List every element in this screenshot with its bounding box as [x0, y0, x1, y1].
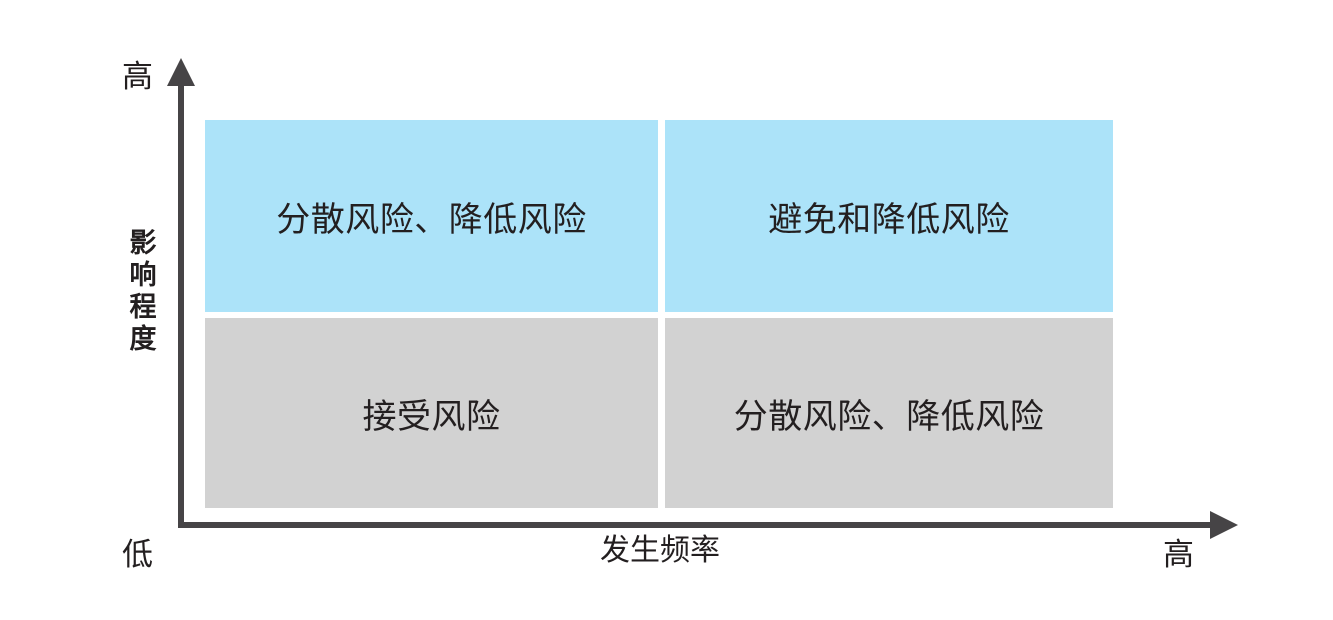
- x-axis-line: [178, 522, 1218, 528]
- y-axis-title: 影响程度: [129, 228, 157, 354]
- quadrant-grid: 分散风险、降低风险 避免和降低风险 接受风险 分散风险、降低风险: [205, 120, 1113, 508]
- quadrant-bottom-left: 接受风险: [205, 318, 658, 508]
- x-axis-low-label: 低: [122, 537, 153, 572]
- quadrant-top-left: 分散风险、降低风险: [205, 120, 658, 312]
- up-arrow-icon: [167, 58, 195, 86]
- quadrant-bottom-right: 分散风险、降低风险: [665, 318, 1113, 508]
- x-axis-high-label: 高: [1163, 537, 1194, 572]
- y-axis-line: [178, 74, 184, 528]
- y-axis-high-label: 高: [122, 59, 153, 94]
- x-axis-title: 发生频率: [600, 534, 720, 567]
- right-arrow-icon: [1210, 511, 1238, 539]
- quadrant-top-right: 避免和降低风险: [665, 120, 1113, 312]
